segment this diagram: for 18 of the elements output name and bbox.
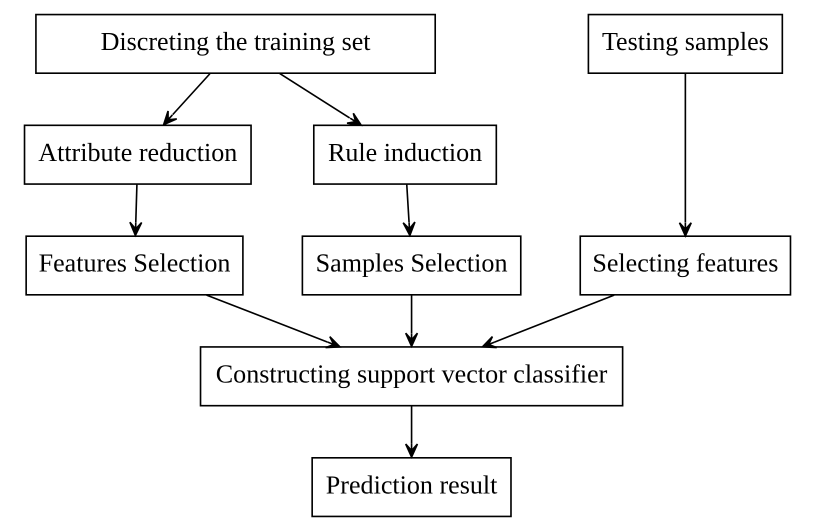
- arrow: [162, 73, 210, 126]
- node-box: Rule induction: [312, 124, 498, 185]
- node-box: Constructing support vector classifier: [200, 346, 624, 406]
- arrow: [404, 406, 418, 458]
- node-box: Features Selection: [25, 235, 244, 296]
- node-box: Samples Selection: [302, 235, 522, 296]
- node-box: Testing samples: [588, 14, 784, 74]
- node-box: Discreting the training set: [35, 14, 436, 74]
- arrow: [402, 184, 416, 236]
- arrow: [279, 72, 362, 126]
- arrow: [129, 184, 142, 236]
- arrow: [206, 294, 341, 348]
- arrow: [404, 295, 418, 348]
- arrow: [482, 294, 614, 348]
- node-box: Attribute reduction: [24, 124, 252, 185]
- node-box: Prediction result: [311, 457, 512, 518]
- arrow: [678, 74, 692, 237]
- node-box: Selecting features: [579, 235, 792, 296]
